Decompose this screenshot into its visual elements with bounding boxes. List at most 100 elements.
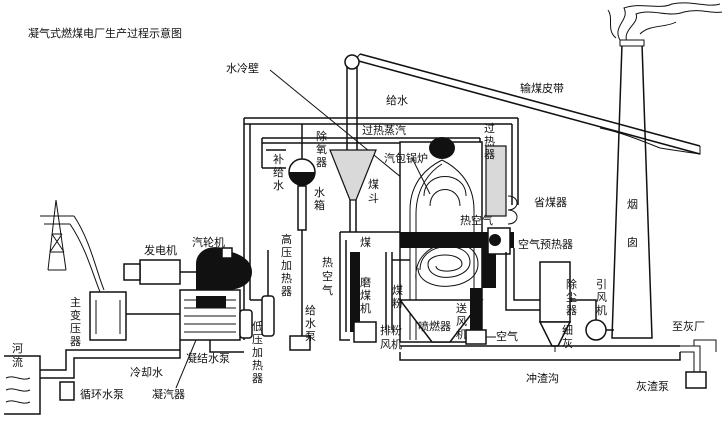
exhaust-fan-label-2: 风机	[380, 337, 402, 351]
makeup-water-label-2: 给	[273, 166, 284, 179]
river-label-1: 河	[12, 342, 23, 355]
circulating-pump-label: 循环水泵	[80, 388, 124, 401]
makeup-water-pipe	[262, 149, 286, 169]
superheater-label-2: 热	[484, 135, 495, 148]
feed-water-label: 给水	[386, 94, 408, 107]
transmission-tower	[40, 199, 105, 293]
makeup-water-label-1: 补	[273, 153, 284, 166]
generator-label: 发电机	[144, 243, 177, 257]
induced-fan-label-3: 机	[596, 303, 607, 317]
main-transformer	[89, 291, 180, 341]
air-preheater-label: 空气预热器	[518, 237, 573, 251]
hp-heater-label-4: 热	[281, 272, 292, 285]
forced-fan-label-2: 风	[456, 315, 467, 328]
water-wall-label: 水冷壁	[226, 61, 259, 75]
cooling-water-label: 冷却水	[130, 366, 163, 379]
feed-pump-label-2: 水	[305, 317, 316, 330]
smoke	[607, 2, 723, 45]
coal-hopper-label-1: 煤	[368, 178, 379, 191]
hot-air-duct	[339, 231, 400, 341]
ground	[399, 339, 717, 389]
air-label: 空气	[496, 329, 518, 343]
makeup-water-label-3: 水	[273, 179, 284, 192]
lp-heater-label-5: 器	[252, 372, 263, 385]
deaerator-label-3: 器	[316, 156, 327, 169]
forced-fan	[465, 288, 487, 345]
feed-pump-label-1: 给	[305, 304, 316, 317]
lp-heater	[239, 309, 253, 339]
hp-heater-label-3: 加	[281, 259, 292, 272]
dust-collector-label-2: 尘	[566, 291, 577, 304]
chimney-label-1: 烟	[627, 197, 638, 211]
to-ash-yard-label: 至灰厂	[672, 319, 705, 333]
slag-trench-label: 冲渣沟	[526, 371, 559, 385]
superheater-label-3: 器	[484, 148, 495, 161]
main-transformer-label-4: 器	[70, 335, 81, 348]
water-wall-pointer	[269, 69, 425, 197]
drum-boiler-label: 汽包锅炉	[384, 151, 428, 165]
dust-collector	[538, 261, 572, 352]
slag-pump-label: 灰渣泵	[636, 379, 669, 393]
lp-heater-label-2: 压	[252, 333, 263, 346]
hp-heater-label-5: 器	[281, 285, 292, 298]
coal-powder-label-2: 粉	[392, 297, 403, 310]
main-transformer-label-1: 主	[70, 296, 81, 309]
induced-fan-label-1: 引	[596, 277, 607, 291]
superheater	[485, 145, 507, 217]
condensate-pump-label: 凝结水泵	[186, 351, 230, 365]
lp-heater-label-1: 低	[252, 320, 263, 333]
coal-mill-label-1: 磨	[360, 276, 371, 289]
exhaust-fan-label-1: 排粉	[380, 323, 402, 337]
coal-label: 煤	[360, 236, 371, 249]
water-tank-label-1: 水	[314, 186, 325, 199]
induced-fan-label-2: 风	[596, 291, 607, 304]
fine-ash-label-2: 灰	[562, 336, 573, 350]
hp-heater-label-2: 压	[281, 246, 292, 259]
forced-fan-label-3: 机	[456, 327, 467, 341]
hot-air-mill-label-2: 空	[322, 269, 333, 283]
economizer	[507, 195, 518, 225]
lp-heater-label-3: 加	[252, 346, 263, 359]
hot-air-mill-label-1: 热	[322, 256, 333, 269]
coal-mill	[350, 252, 377, 343]
fine-ash-label-1: 细	[562, 324, 573, 337]
main-transformer-label-2: 变	[70, 308, 81, 322]
coal-powder-pipe	[385, 252, 410, 330]
deaerator	[288, 124, 316, 336]
coal-conveyor-label: 输煤皮带	[520, 81, 564, 95]
dust-collector-label-1: 除	[566, 277, 577, 291]
coal-elevator	[344, 54, 360, 150]
diagram-title: 凝气式燃煤电厂生产过程示意图	[28, 26, 182, 40]
condensate-pump	[209, 340, 244, 353]
hot-air-mill-label-3: 气	[322, 283, 333, 297]
cooling-water-pipes	[40, 340, 181, 401]
turbine	[196, 247, 252, 290]
coal-powder-label-1: 煤	[392, 284, 403, 297]
coal-conveyor	[354, 53, 701, 155]
condenser-label: 凝汽器	[152, 387, 185, 401]
economizer-label: 省煤器	[534, 196, 567, 209]
dust-collector-label-3: 器	[566, 304, 577, 317]
superheater-label-1: 过	[484, 122, 495, 135]
generator	[123, 259, 196, 285]
forced-fan-label-1: 送	[456, 301, 467, 315]
river	[4, 355, 41, 415]
hot-air-boiler-label: 热空气	[460, 213, 493, 227]
turbine-label: 汽轮机	[192, 235, 225, 249]
hp-heater	[250, 250, 275, 337]
superheated-steam-label: 过热蒸汽	[362, 123, 406, 137]
coal-mill-label-3: 机	[360, 301, 371, 315]
deaerator-label-2: 氧	[316, 142, 327, 156]
air-preheater	[400, 227, 514, 288]
river-label-2: 流	[12, 355, 23, 369]
coal-hopper-label-2: 斗	[368, 192, 379, 205]
chimney-label-2: 囱	[627, 236, 638, 249]
chimney	[611, 39, 653, 339]
main-transformer-label-3: 压	[70, 322, 81, 335]
lp-heater-label-4: 热	[252, 359, 263, 372]
deaerator-label-1: 除	[316, 129, 327, 143]
burner-label: 喷燃器	[418, 319, 451, 333]
induced-fan	[570, 299, 614, 341]
coal-mill-label-2: 煤	[360, 289, 371, 302]
